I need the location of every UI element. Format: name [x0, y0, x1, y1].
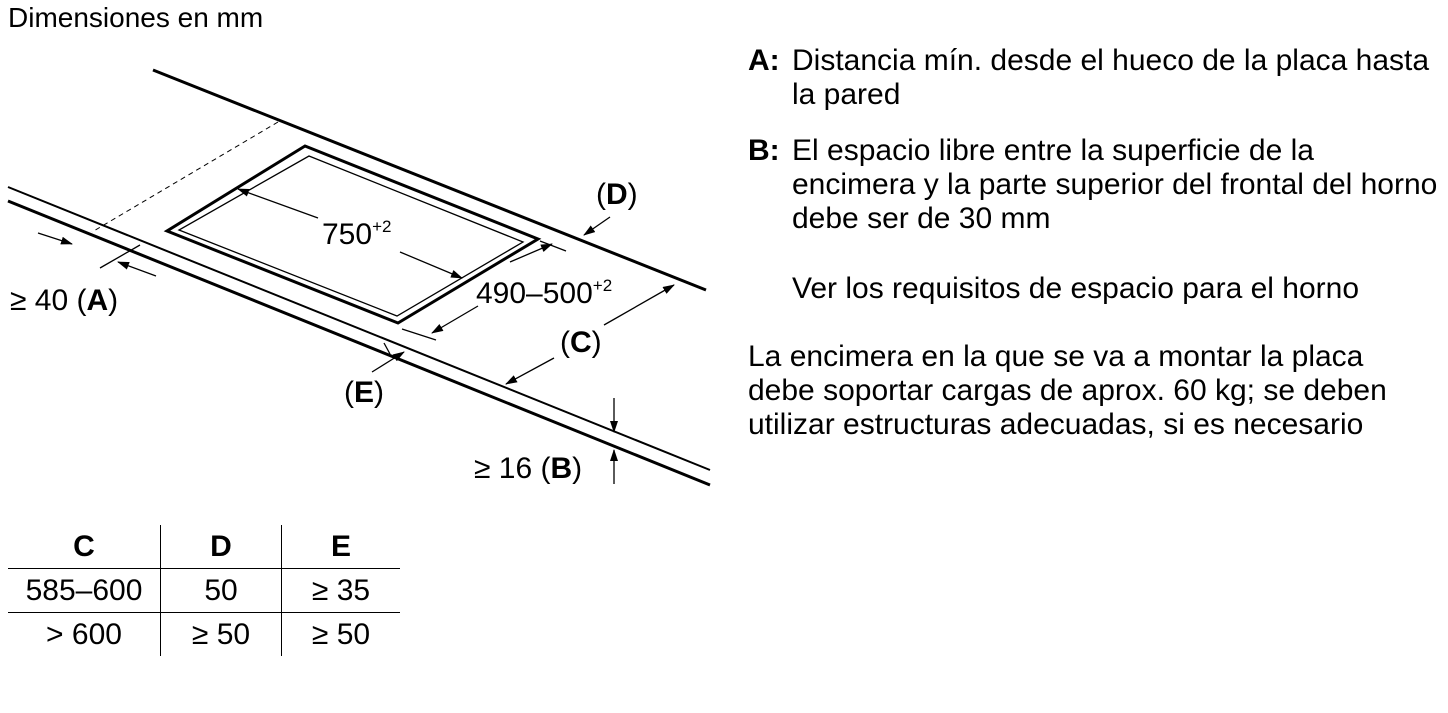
table-row: 585–600 50 ≥ 35	[8, 568, 400, 613]
countertop-front-top-edge	[7, 186, 711, 471]
dimension-table: C D E 585–600 50 ≥ 35 > 600 ≥ 50 ≥ 50	[8, 525, 400, 656]
note-key: A:	[748, 44, 780, 77]
wall-projection-line	[91, 121, 279, 233]
header-d: D	[160, 525, 282, 569]
e-tick	[383, 342, 391, 355]
hob-cutout-inner	[177, 155, 525, 317]
c-pointer-back	[603, 284, 675, 326]
a-ext-line	[99, 244, 141, 269]
depth-arrow-bottom	[431, 305, 479, 334]
table-cell: ≥ 35	[281, 568, 400, 613]
table-cell: 585–600	[8, 568, 161, 613]
a-arrow-left	[37, 232, 73, 245]
table-cell: ≥ 50	[160, 612, 282, 656]
load-paragraph: La encimera en la que se va a montar la …	[748, 340, 1387, 441]
note-key: B:	[748, 134, 780, 167]
depth-label: 490–500+2	[476, 276, 612, 310]
b-label: ≥ 16 (B)	[474, 452, 582, 485]
hob-cutout-outer	[163, 144, 542, 325]
header-c: C	[73, 529, 95, 563]
c-label: (C)	[560, 326, 602, 359]
countertop-back-edge	[152, 68, 707, 292]
d-pointer	[583, 216, 611, 236]
note-text: El espacio libre entre la superficie de …	[792, 134, 1438, 235]
e-pointer	[371, 351, 405, 373]
d-label: (D)	[596, 178, 638, 211]
width-arrow-right	[399, 251, 463, 279]
c-pointer-front	[505, 357, 555, 385]
table-header-row: C D E	[8, 525, 400, 569]
note-oven: Ver los requisitos de espacio para el ho…	[748, 272, 1438, 306]
countertop-front-bottom-edge	[7, 199, 711, 487]
a-label: ≥ 40 (A)	[10, 284, 118, 317]
depth-ext-left	[401, 328, 437, 341]
a-arrow-right	[117, 261, 157, 277]
width-arrow-left	[237, 188, 319, 219]
diagram-title: Dimensiones en mm	[8, 2, 264, 33]
depth-arrow-top	[509, 243, 553, 263]
table-row: > 600 ≥ 50 ≥ 50	[8, 612, 400, 656]
note-b: B: El espacio libre entre la superficie …	[748, 134, 1438, 236]
e-label: (E)	[344, 376, 384, 409]
table-cell: > 600	[8, 612, 161, 656]
depth-ext-right	[539, 240, 567, 252]
header-e: E	[281, 525, 400, 569]
note-text: Ver los requisitos de espacio para el ho…	[792, 272, 1360, 305]
installation-diagram: 750+2 490–500+2 (D) (C) (E) ≥ 40 (A) ≥ 1…	[7, 68, 711, 487]
width-label: 750+2	[322, 217, 391, 251]
note-text: Distancia mín. desde el hueco de la plac…	[792, 44, 1430, 111]
table-cell: 50	[160, 568, 282, 613]
table-cell: ≥ 50	[281, 612, 400, 656]
notes-panel: A: Distancia mín. desde el hueco de la p…	[748, 44, 1438, 442]
note-a: A: Distancia mín. desde el hueco de la p…	[748, 44, 1438, 112]
